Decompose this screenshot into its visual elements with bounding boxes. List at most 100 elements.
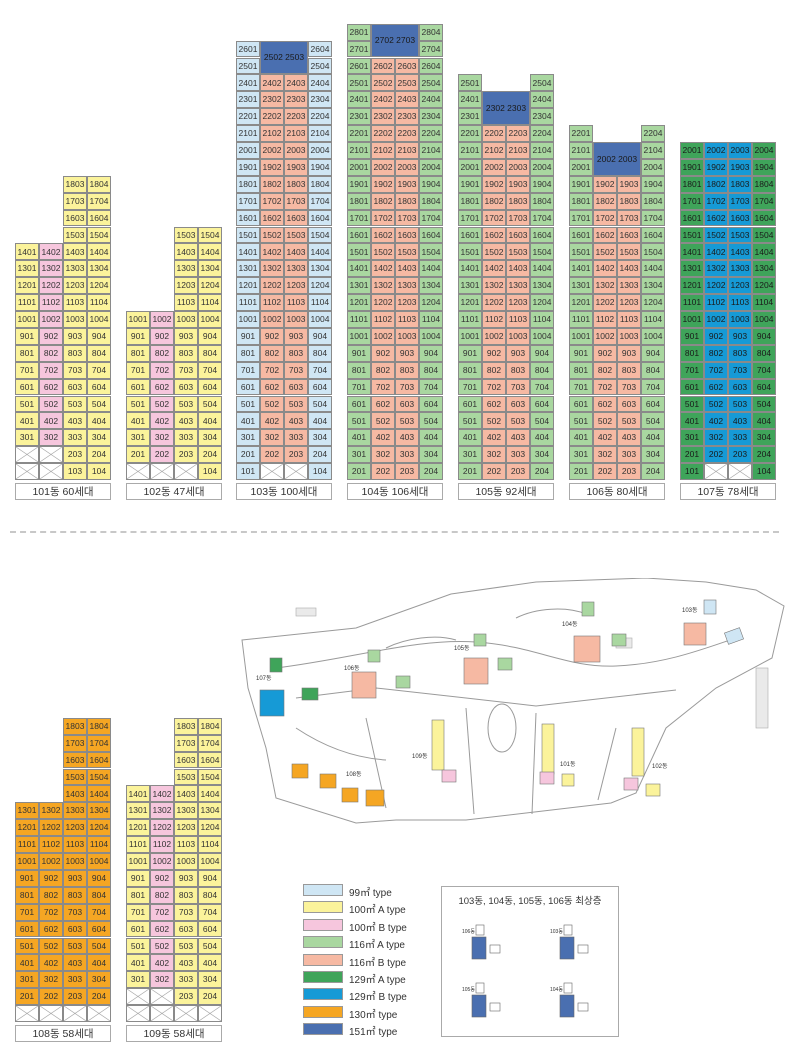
- unit-cell: 402: [150, 412, 174, 430]
- unit-cell: 901: [15, 869, 39, 887]
- legend-swatch: [303, 1005, 343, 1018]
- unit-cell: 1901: [680, 158, 704, 176]
- unit-cell: 204: [752, 446, 776, 464]
- unit-cell: 2201: [347, 125, 371, 142]
- unit-cell: 904: [752, 327, 776, 345]
- unit-cell: 1602: [704, 209, 728, 227]
- unit-cell: 1402: [371, 260, 395, 278]
- unit-cell: 1302: [150, 802, 174, 820]
- unit-cell: 702: [482, 378, 506, 396]
- unit-cell: 1204: [198, 819, 222, 837]
- unit-cell: 2101: [458, 142, 482, 159]
- map-label-106: 106동: [344, 665, 360, 672]
- unit-cell: 1101: [347, 311, 371, 328]
- empty-unit: [39, 446, 63, 464]
- unit-cell: 1401: [126, 785, 150, 803]
- unit-cell: 1801: [236, 175, 260, 193]
- unit-cell: 2302: [260, 91, 284, 109]
- unit-cell: 1104: [641, 311, 665, 328]
- unit-cell: 204: [87, 988, 111, 1006]
- unit-cell: 1501: [236, 226, 260, 244]
- unit-cell: 604: [308, 378, 332, 396]
- unit-cell: 602: [150, 378, 174, 396]
- unit-cell: 1502: [593, 243, 617, 261]
- unit-cell: 904: [419, 344, 443, 362]
- unit-cell: 2204: [308, 108, 332, 126]
- unit-cell: 2304: [308, 91, 332, 109]
- unit-cell: 1004: [308, 311, 332, 328]
- unit-cell: 1303: [63, 260, 87, 278]
- unit-cell: 703: [617, 378, 641, 396]
- unit-cell: 502: [260, 395, 284, 413]
- unit-cell: 302: [39, 971, 63, 989]
- empty-unit: [15, 1005, 39, 1022]
- unit-cell: 1104: [198, 836, 222, 853]
- unit-cell: 1104: [752, 294, 776, 311]
- unit-cell: 2401: [236, 74, 260, 92]
- unit-cell: 604: [419, 395, 443, 413]
- legend-label: 151㎡ type: [349, 1027, 398, 1039]
- unit-cell: 1703: [284, 192, 308, 210]
- unit-cell: 502: [482, 412, 506, 430]
- unit-cell: 504: [530, 412, 554, 430]
- unit-cell: 603: [63, 920, 87, 938]
- unit-cell: 1301: [126, 802, 150, 820]
- unit-cell: 203: [395, 463, 419, 480]
- unit-cell: 2004: [419, 158, 443, 176]
- top-floor-label-104: 104동: [550, 987, 563, 993]
- unit-cell: 1504: [752, 226, 776, 244]
- unit-cell: 2603: [395, 57, 419, 75]
- unit-cell: 1102: [482, 311, 506, 328]
- unit-cell: 201: [569, 463, 593, 480]
- unit-cell: 704: [308, 361, 332, 379]
- unit-cell: 1804: [198, 717, 222, 735]
- unit-cell: 2204: [419, 125, 443, 142]
- unit-cell: 104: [752, 463, 776, 480]
- unit-cell: 101: [236, 463, 260, 480]
- unit-cell: 702: [593, 378, 617, 396]
- building-caption: 102동 47세대: [126, 483, 222, 500]
- unit-cell: 1603: [395, 226, 419, 244]
- unit-cell: 2204: [641, 125, 665, 142]
- unit-cell: 1404: [198, 243, 222, 261]
- unit-cell: 602: [39, 920, 63, 938]
- unit-cell: 1103: [506, 311, 530, 328]
- empty-unit: [126, 988, 150, 1006]
- unit-cell: 504: [87, 395, 111, 413]
- unit-cell: 902: [704, 327, 728, 345]
- unit-cell: 301: [126, 429, 150, 447]
- unit-cell: 404: [87, 954, 111, 972]
- unit-cell: 1001: [236, 311, 260, 328]
- unit-cell: 804: [530, 361, 554, 379]
- unit-cell: 1004: [530, 327, 554, 345]
- unit-cell: 603: [506, 395, 530, 413]
- unit-cell: 1403: [174, 785, 198, 803]
- unit-cell: 1301: [236, 260, 260, 278]
- unit-cell: 304: [641, 446, 665, 464]
- unit-cell: 903: [174, 869, 198, 887]
- unit-cell: 1702: [260, 192, 284, 210]
- unit-cell: 901: [236, 327, 260, 345]
- unit-cell: 1103: [284, 294, 308, 311]
- unit-cell: 704: [198, 903, 222, 921]
- unit-cell: 2304: [419, 108, 443, 126]
- unit-cell: 1004: [87, 311, 111, 328]
- unit-cell: 804: [641, 361, 665, 379]
- unit-cell: 2101: [569, 142, 593, 159]
- unit-cell: 1101: [680, 294, 704, 311]
- unit-cell: 1004: [641, 327, 665, 345]
- unit-cell: 801: [126, 344, 150, 362]
- building-caption: 104동 106세대: [347, 483, 443, 500]
- unit-cell: 402: [39, 412, 63, 430]
- unit-cell: 901: [569, 344, 593, 362]
- map-label-101: 101동: [560, 761, 576, 768]
- unit-cell: 2103: [395, 142, 419, 159]
- unit-cell: 603: [728, 378, 752, 396]
- unit-cell: 401: [458, 429, 482, 447]
- unit-cell: 1704: [419, 209, 443, 227]
- unit-cell: 1401: [347, 260, 371, 278]
- site-map: 103동 104동 105동 106동 107동: [236, 577, 788, 836]
- unit-cell: 502: [593, 412, 617, 430]
- unit-cell: 302: [593, 446, 617, 464]
- unit-cell: 1101: [569, 311, 593, 328]
